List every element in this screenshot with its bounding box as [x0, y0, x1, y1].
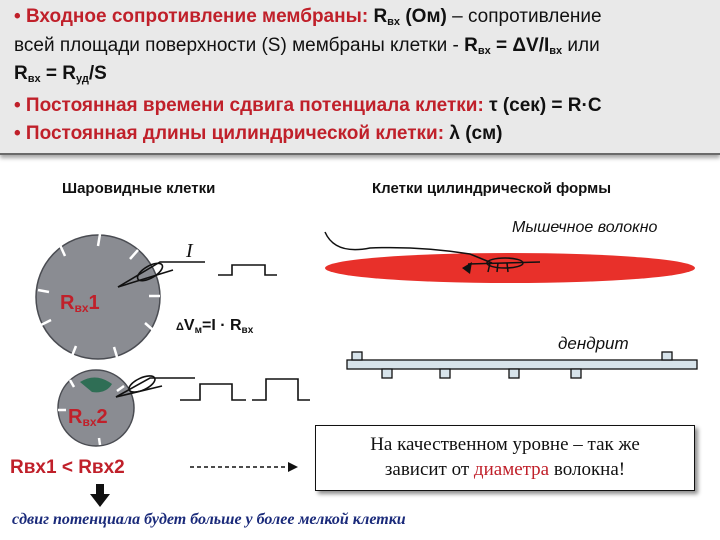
note-suffix: волокна! [554, 459, 625, 480]
v-subscript: м [195, 325, 202, 336]
r-subscript: вх [242, 325, 254, 336]
current-label: I [186, 240, 193, 263]
resistance-comparison: Rвх1 < Rвх2 [10, 457, 125, 479]
note-line-1: На качественном уровне – так же [316, 432, 694, 457]
dendrite-label: дендрит [558, 334, 629, 354]
r-subscript: вх [74, 301, 88, 315]
muscle-fiber-label: Мышечное волокно [512, 219, 657, 237]
dashed-arrow-head [288, 462, 298, 472]
note-prefix: зависит от [385, 459, 469, 480]
voltage-response-2 [252, 379, 310, 400]
current-pulse-1 [218, 265, 277, 275]
r-symbol: R [60, 292, 74, 314]
cell-index: 2 [97, 406, 108, 428]
v-symbol: V [184, 317, 195, 334]
cell-2-label: Rвх2 [68, 406, 108, 429]
note-highlight: диаметра [474, 459, 549, 480]
r-symbol: R [68, 406, 82, 428]
cell-1-label: Rвх1 [60, 292, 100, 315]
conclusion-text: сдвиг потенциала будет больше у более ме… [12, 511, 406, 529]
electrode-2 [116, 373, 195, 397]
ohm-law-formula: ΔVм=I · Rвх [176, 317, 253, 336]
delta-symbol: Δ [176, 321, 184, 333]
formula-rest: =I · R [202, 317, 242, 334]
down-arrow-head [90, 494, 110, 507]
dendrite [347, 352, 697, 378]
r-subscript: вх [82, 415, 96, 429]
note-line-2: зависит от диаметра волокна! [316, 457, 694, 482]
voltage-response-1 [180, 384, 246, 400]
cell-index: 1 [89, 292, 100, 314]
note-box: На качественном уровне – так же зависит … [315, 425, 695, 491]
